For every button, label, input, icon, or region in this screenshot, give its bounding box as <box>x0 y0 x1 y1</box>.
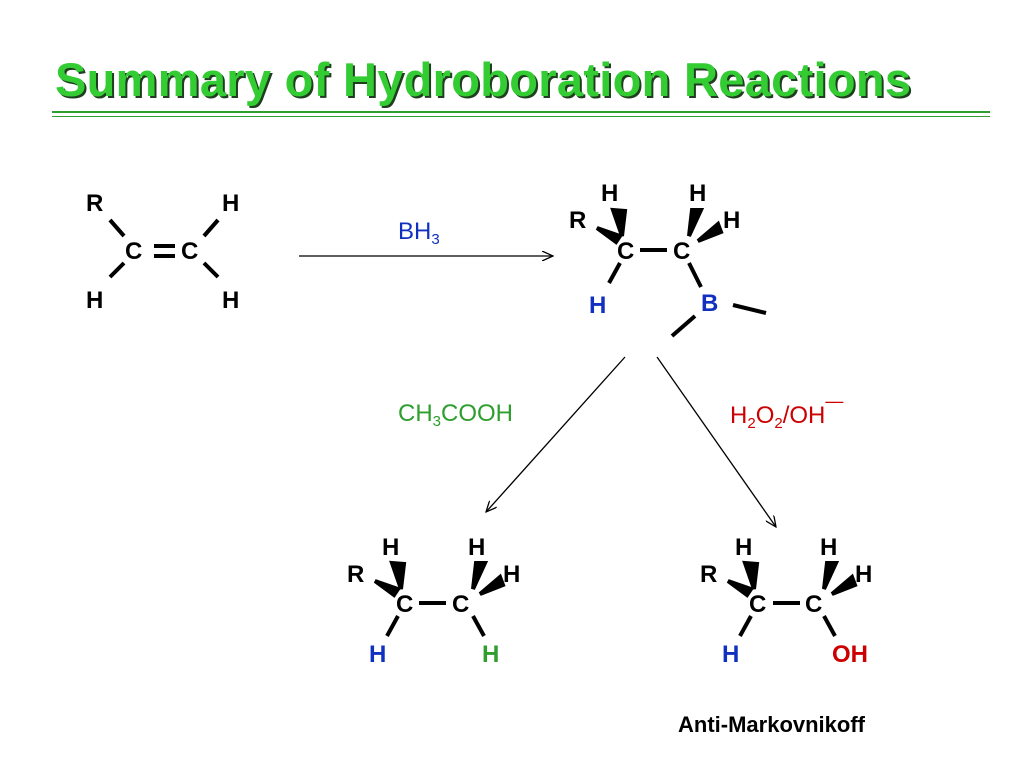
title-underline-thin <box>52 116 990 117</box>
reaction-arrow-left <box>486 356 626 512</box>
atom-h: H <box>855 561 873 588</box>
atom-h-blue: H <box>722 641 740 668</box>
atom-h: H <box>222 287 240 314</box>
atom-b: B <box>701 290 719 317</box>
atom-h: H <box>382 534 400 561</box>
wedge-r-alkane <box>373 579 402 598</box>
bond-c2-b <box>687 262 703 288</box>
wedge-h-c2-alkane <box>471 561 489 590</box>
atom-c2: C <box>673 238 691 265</box>
atom-h-added: H <box>589 292 607 319</box>
bond-r-c1 <box>108 218 126 238</box>
atom-h: H <box>503 561 521 588</box>
atom-c1: C <box>749 591 767 618</box>
bond-c2-oh-alcohol <box>822 615 837 637</box>
bond-h-c1 <box>108 261 126 279</box>
wedge-h-c2-right <box>696 220 724 243</box>
atom-c2: C <box>181 238 199 265</box>
reaction-arrow-right <box>656 356 776 527</box>
page-title: Summary of Hydroboration Reactions <box>55 53 912 106</box>
atom-h: H <box>820 534 838 561</box>
wedge-h-right-alcohol <box>830 573 858 596</box>
wedge-h-c2-alcohol <box>822 561 840 590</box>
atom-h-blue: H <box>369 641 387 668</box>
atom-c2: C <box>452 591 470 618</box>
atom-r: R <box>86 190 104 217</box>
wedge-h-right-alkane <box>478 573 506 596</box>
atom-r: R <box>347 561 365 588</box>
wedge-h-c1 <box>610 207 628 237</box>
wedge-r <box>595 226 624 245</box>
atom-c1: C <box>396 591 414 618</box>
atom-c1: C <box>125 238 143 265</box>
atom-r: R <box>700 561 718 588</box>
atom-oh: OH <box>832 641 868 668</box>
wedge-h-c2 <box>687 208 705 237</box>
atom-h: H <box>222 190 240 217</box>
footer-label: Anti-Markovnikoff <box>678 712 865 737</box>
title-underline <box>52 111 990 113</box>
bond-h-c2a <box>202 218 220 238</box>
atom-h: H <box>601 180 619 207</box>
bond-b-right <box>732 303 767 315</box>
bond-h-c2b <box>202 261 220 279</box>
reagent-acetic-acid: CH3COOH <box>398 400 514 430</box>
wedge-h-c1-alcohol <box>742 560 760 590</box>
bond-c1-h-alcohol <box>738 615 753 637</box>
reagent-bh3: BH3 <box>398 218 440 248</box>
atom-h: H <box>735 534 753 561</box>
bond-c2-h-alkane <box>471 615 486 637</box>
atom-h: H <box>86 287 104 314</box>
atom-c1: C <box>617 238 635 265</box>
bond-c1-h-alkane <box>385 615 400 637</box>
atom-c2: C <box>805 591 823 618</box>
atom-h: H <box>468 534 486 561</box>
wedge-r-alcohol <box>726 579 755 598</box>
atom-h: H <box>723 207 741 234</box>
wedge-h-c1-alkane <box>389 560 407 590</box>
reagent-peroxide: H2O2/OH— <box>730 391 844 432</box>
atom-h: H <box>689 180 707 207</box>
atom-h-green: H <box>482 641 500 668</box>
atom-r: R <box>569 207 587 234</box>
bond-c1-h <box>607 262 622 284</box>
bond-b-left <box>670 314 697 338</box>
